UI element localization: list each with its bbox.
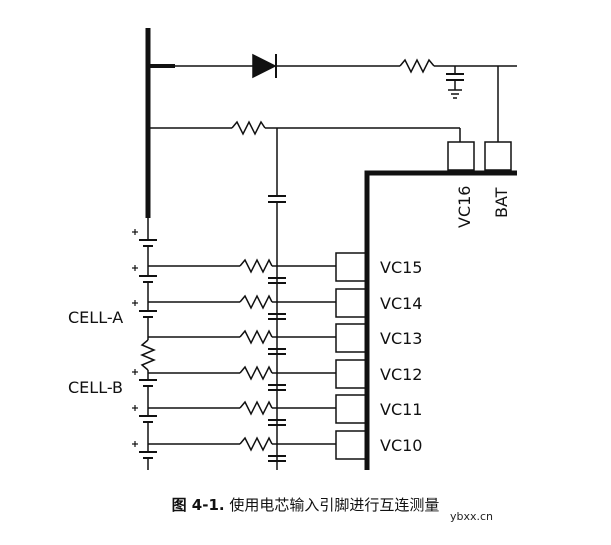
diode-icon bbox=[252, 53, 277, 79]
resistor-vc11-icon bbox=[239, 400, 273, 416]
pin-box-vc15 bbox=[335, 252, 367, 282]
figure-caption: 图 4-1. 使用电芯输入引脚进行互连测量 bbox=[0, 494, 611, 515]
resistor-vc14-icon bbox=[239, 294, 273, 310]
resistor-top-icon bbox=[399, 58, 435, 74]
pin-box-vc12 bbox=[335, 359, 367, 389]
tap-vc13 bbox=[148, 323, 367, 355]
cell-a-label: CELL-A bbox=[68, 308, 123, 327]
tap-vc15 bbox=[148, 252, 367, 284]
pin-box-vc10 bbox=[335, 430, 367, 460]
resistor-vc16-icon bbox=[231, 120, 266, 136]
interconnect-resistor-icon bbox=[140, 339, 156, 371]
pin-box-vc13 bbox=[335, 323, 367, 353]
figure-title: 使用电芯输入引脚进行互连测量 bbox=[229, 496, 440, 514]
pin-label-vc13: VC13 bbox=[380, 329, 422, 348]
pin-label-vc11: VC11 bbox=[380, 400, 422, 419]
tap-vc10 bbox=[148, 430, 367, 462]
pin-box-vc16 bbox=[447, 141, 475, 171]
battery-cells bbox=[139, 218, 157, 470]
pin-box-bat bbox=[484, 141, 512, 171]
tap-vc14 bbox=[148, 288, 367, 320]
tap-vc11 bbox=[148, 394, 367, 426]
pin-box-vc14 bbox=[335, 288, 367, 318]
pin-box-vc11 bbox=[335, 394, 367, 424]
pin-label-vc14: VC14 bbox=[380, 294, 422, 313]
resistor-vc15-icon bbox=[239, 258, 273, 274]
tap-vc12 bbox=[148, 359, 367, 391]
pin-label-vc12: VC12 bbox=[380, 365, 422, 384]
resistor-vc12-icon bbox=[239, 365, 273, 381]
pin-label-vc15: VC15 bbox=[380, 258, 422, 277]
ground-icon bbox=[448, 89, 462, 99]
figure-number: 图 4-1. bbox=[171, 496, 225, 514]
pin-label-bat: BAT bbox=[492, 187, 511, 218]
pin-label-vc16: VC16 bbox=[455, 186, 474, 228]
pin-label-vc10: VC10 bbox=[380, 436, 422, 455]
resistor-vc13-icon bbox=[239, 329, 273, 345]
resistor-vc10-icon bbox=[239, 436, 273, 452]
cell-b-label: CELL-B bbox=[68, 378, 123, 397]
watermark: ybxx.cn bbox=[449, 510, 493, 523]
ic-outline bbox=[364, 170, 517, 470]
